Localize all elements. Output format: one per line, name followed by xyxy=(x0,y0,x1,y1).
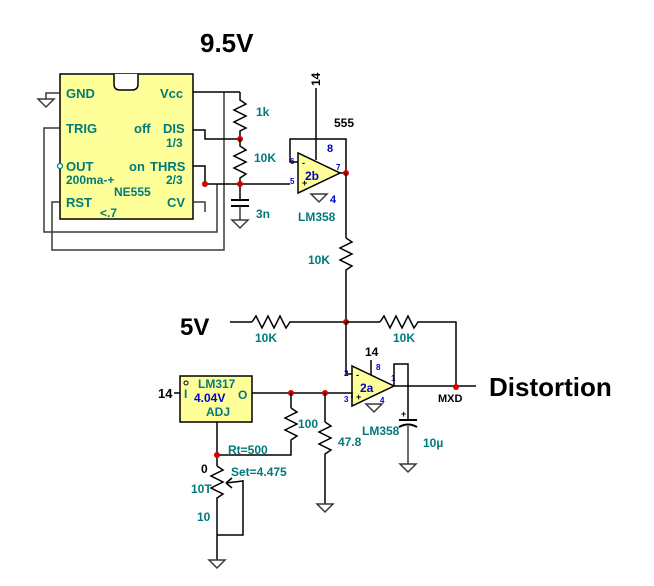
pot-10-label: 10 xyxy=(197,510,211,524)
ne555-label-two-thirds: 2/3 xyxy=(166,173,183,187)
opamp-2b-minus: - xyxy=(302,158,305,168)
opamp-2b-part: LM358 xyxy=(298,210,336,224)
pot-wiper xyxy=(225,480,244,484)
ne555-pin-rst: RST xyxy=(66,195,92,210)
supply-title: 9.5V xyxy=(200,28,254,58)
node-threshold xyxy=(237,181,243,187)
opamp-2b-pin7: 7 xyxy=(336,163,341,172)
ne555-label-on: on xyxy=(129,159,145,174)
lm317-body xyxy=(179,375,253,423)
opamp-2b-feedback xyxy=(289,138,347,173)
opamp-2b-pin5: 5 xyxy=(290,177,295,186)
ne555-pin-gnd: GND xyxy=(66,86,95,101)
potentiometer-10t xyxy=(209,465,225,535)
lm317-part: LM317 xyxy=(198,377,236,391)
lm317-in-net: 14 xyxy=(158,386,173,401)
opamp-2a-gndpin: 4 xyxy=(380,396,385,405)
opamp-2a-name: 2a xyxy=(360,381,374,395)
resistor-47-8-label: 47.8 xyxy=(338,435,362,449)
ne555-body xyxy=(59,73,194,220)
pot-zero-label: 0 xyxy=(201,462,208,476)
lm317-regulator: 14 I LM317 4.04V O ADJ xyxy=(158,375,253,423)
net-mxd-label: MXD xyxy=(438,393,463,405)
ne555-part: NE555 xyxy=(114,185,151,199)
output-label: Distortion xyxy=(489,372,612,402)
pot-ground xyxy=(207,559,227,570)
opamp-2a-plus: + xyxy=(356,392,361,402)
opamp-2a-vpin: 8 xyxy=(376,363,381,372)
ne555-notch xyxy=(113,74,139,91)
ne555-pin-out: OUT xyxy=(66,159,94,174)
opamp-2b-triangle xyxy=(297,151,342,195)
ne555-chip: GND Vcc TRIG off DIS 1/3 OUT on THRS 200… xyxy=(56,73,194,220)
opamp-2b-vpin: 8 xyxy=(327,143,333,155)
input-5v-label: 5V xyxy=(180,314,209,341)
pot-rt-label: Rt=500 xyxy=(228,443,268,457)
opamp-2b-label: 555 xyxy=(334,116,354,130)
pot-set-label: Set=4.475 xyxy=(231,465,287,479)
ne555-label-off: off xyxy=(134,121,151,136)
node-threshold-left xyxy=(202,181,208,187)
resistor-10k-input xyxy=(251,314,346,330)
ne555-out-bubble xyxy=(56,162,64,170)
resistor-100 xyxy=(217,407,299,456)
opamp-2a-supply: 14 xyxy=(365,345,379,359)
resistor-10k-input-label: 10K xyxy=(255,331,277,345)
opamp-2b-ground xyxy=(309,193,329,204)
opamp-2a-triangle xyxy=(351,364,396,408)
opamp-2a-pin3: 3 xyxy=(344,395,349,404)
opamp-2a: 14 - + 2a 8 2 3 1 4 LM358 xyxy=(344,345,400,438)
resistor-47-8-ground xyxy=(315,503,335,514)
capacitor-10u-label: 10µ xyxy=(423,436,443,450)
pot-10t-label: 10T xyxy=(191,482,212,496)
capacitor-3n xyxy=(230,199,250,230)
ne555-label-third: 1/3 xyxy=(166,136,183,150)
capacitor-3n-label: 3n xyxy=(256,207,270,221)
resistor-100-label: 100 xyxy=(298,417,318,431)
node-output xyxy=(453,384,459,390)
opamp-2b-plus: + xyxy=(302,178,307,188)
resistor-10k-mix xyxy=(338,237,354,322)
resistor-10k-feedback-label: 10K xyxy=(393,331,415,345)
ne555-pin-cv: CV xyxy=(167,195,185,210)
opamp-2a-minus: - xyxy=(356,370,359,380)
opamp-2b-supply: 14 xyxy=(309,72,323,86)
resistor-1k xyxy=(232,92,248,139)
lm317-voltage: 4.04V xyxy=(194,391,225,405)
resistor-47-8 xyxy=(317,421,333,504)
opamp-2b-gndpin: 4 xyxy=(330,194,337,206)
ne555-ground-symbol xyxy=(36,92,60,109)
ne555-label-lt: <.7 xyxy=(100,206,117,220)
resistor-10k-mix-label: 10K xyxy=(308,253,330,267)
ne555-pin-trig: TRIG xyxy=(66,121,97,136)
lm317-adj-pin: ADJ xyxy=(206,405,230,419)
lm317-out-pin: O xyxy=(238,388,247,402)
opamp-2a-ground xyxy=(364,403,384,414)
lm317-in-pin: I xyxy=(184,387,187,401)
resistor-10k-feedback xyxy=(379,314,457,387)
resistor-10k-timing xyxy=(232,139,248,184)
ne555-label-ma: 200ma-+ xyxy=(66,173,114,187)
node-adj xyxy=(214,452,220,458)
ne555-pin-thrs: THRS xyxy=(150,159,186,174)
resistor-1k-label: 1k xyxy=(256,105,270,119)
opamp-2a-pin2: 2 xyxy=(344,369,349,378)
opamp-2b-name: 2b xyxy=(305,169,319,183)
ne555-pin-dis: DIS xyxy=(163,121,185,136)
capacitor-10u: + xyxy=(393,363,418,474)
ne555-wiring xyxy=(43,91,290,251)
opamp-2a-part: LM358 xyxy=(362,424,400,438)
svg-text:+: + xyxy=(401,409,406,419)
opamp-2b: 14 555 - + 2b 8 6 5 7 4 LM358 xyxy=(290,72,354,224)
ne555-pin-vcc: Vcc xyxy=(160,86,183,101)
resistor-10k-timing-label: 10K xyxy=(254,151,276,165)
